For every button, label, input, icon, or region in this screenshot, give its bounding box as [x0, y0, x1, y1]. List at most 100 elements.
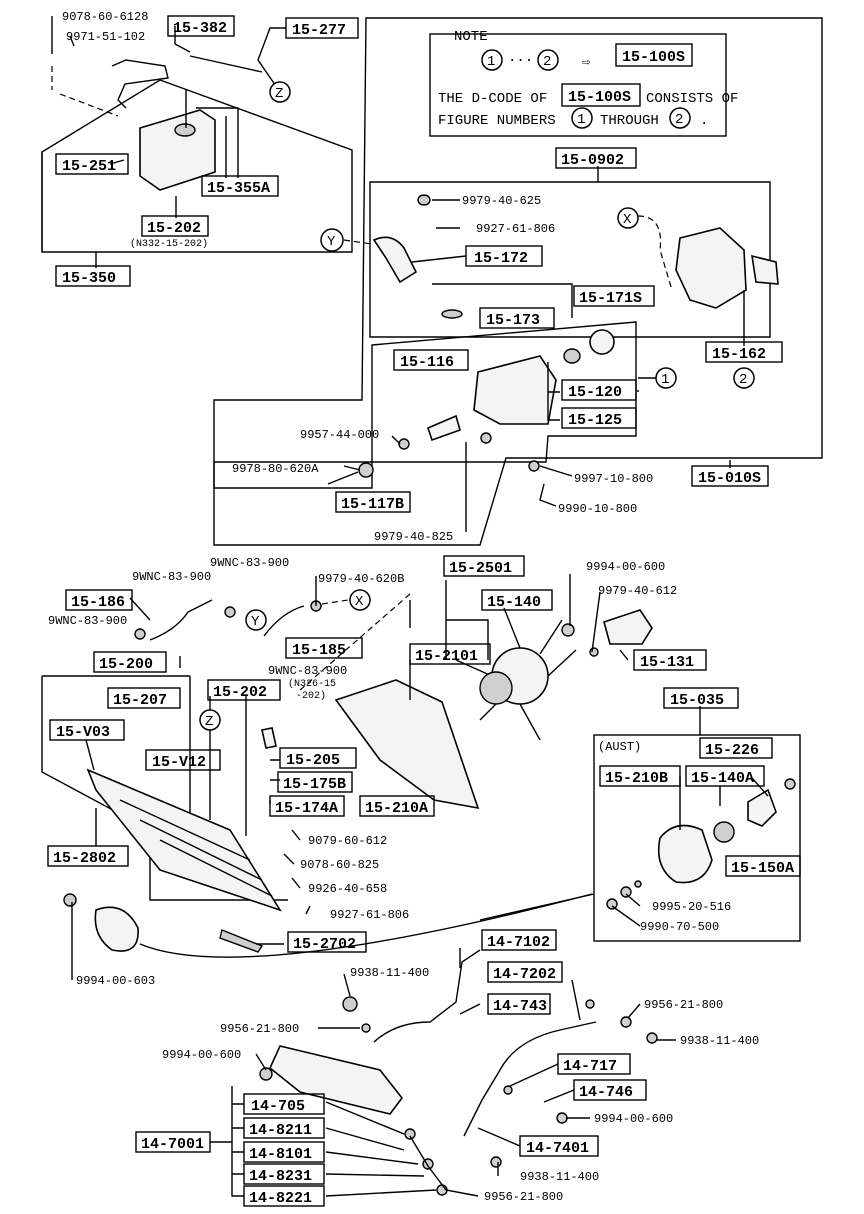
label-n326-b: -202) — [296, 690, 326, 702]
note-line1-code: 15-100S — [568, 89, 631, 106]
box-14-743[interactable]: 14-743 — [493, 998, 547, 1015]
box-15-162[interactable]: 15-162 — [712, 346, 766, 363]
box-15-125[interactable]: 15-125 — [568, 412, 622, 429]
reservoir-hose — [111, 59, 169, 109]
box-15-205[interactable]: 15-205 — [286, 752, 340, 769]
thermostat-housing — [372, 236, 418, 284]
box-15-185[interactable]: 15-185 — [292, 642, 346, 659]
label-9978-80-620a: 9978-80-620A — [232, 462, 319, 476]
note-ref-dots: ··· — [508, 53, 533, 69]
oil-cooler-group-outline — [231, 1086, 244, 1197]
note-heading: NOTE — [454, 29, 488, 45]
box-14-7102[interactable]: 14-7102 — [487, 934, 550, 951]
box-15-277[interactable]: 15-277 — [292, 22, 346, 39]
box-15-200[interactable]: 15-200 — [99, 656, 153, 673]
reservoir-tank — [139, 109, 216, 191]
box-15-210b[interactable]: 15-210B — [605, 770, 668, 787]
note-line2-suffix: . — [700, 113, 708, 129]
box-15-210a[interactable]: 15-210A — [365, 800, 428, 817]
box-15-035[interactable]: 15-035 — [670, 692, 724, 709]
label-9927-61-806-bottom: 9927-61-806 — [330, 908, 409, 922]
box-14-7202[interactable]: 14-7202 — [493, 966, 556, 983]
water-pump-body — [473, 355, 557, 425]
label-9wnc-83-900-c: 9WNC-83-900 — [48, 614, 127, 628]
box-15-226[interactable]: 15-226 — [705, 742, 759, 759]
box-14-7001[interactable]: 14-7001 — [141, 1136, 204, 1153]
box-15-2101[interactable]: 15-2101 — [415, 648, 478, 665]
label-9979-40-625: 9979-40-625 — [462, 194, 541, 208]
box-15-140a[interactable]: 15-140A — [691, 770, 754, 787]
box-15-010s[interactable]: 15-010S — [698, 470, 761, 487]
box-15-350[interactable]: 15-350 — [62, 270, 116, 287]
box-14-8101[interactable]: 14-8101 — [249, 1146, 312, 1163]
label-9078-60-6128: 9078-60-6128 — [62, 10, 148, 24]
box-15-0902[interactable]: 15-0902 — [561, 152, 624, 169]
label-9995-20-516: 9995-20-516 — [652, 900, 731, 914]
box-15-117b[interactable]: 15-117B — [341, 496, 404, 513]
ref-y-hose: Y — [251, 614, 260, 630]
label-9994-00-600-bracket: 9994-00-600 — [594, 1112, 673, 1126]
ref-circle-1: 1 — [661, 372, 669, 388]
box-15-207[interactable]: 15-207 — [113, 692, 167, 709]
box-15-173[interactable]: 15-173 — [486, 312, 540, 329]
note-line2-ref-to: 2 — [675, 112, 683, 128]
drain-plug — [219, 929, 264, 953]
box-15-2802[interactable]: 15-2802 — [53, 850, 116, 867]
box-15-2501[interactable]: 15-2501 — [449, 560, 512, 577]
box-15-174a[interactable]: 15-174A — [275, 800, 338, 817]
label-aust: (AUST) — [598, 740, 641, 754]
box-15-2702[interactable]: 15-2702 — [293, 936, 356, 953]
box-14-746[interactable]: 14-746 — [579, 1084, 633, 1101]
box-15-186[interactable]: 15-186 — [71, 594, 125, 611]
upper-hose — [149, 599, 213, 641]
box-15-116[interactable]: 15-116 — [400, 354, 454, 371]
box-15-v03[interactable]: 15-V03 — [56, 724, 110, 741]
part-labels: 9078-60-6128 9971-51-102 (N332-15-202) 9… — [48, 10, 759, 1204]
note-line2-mid: THROUGH — [600, 113, 659, 129]
box-15-171s[interactable]: 15-171S — [579, 290, 642, 307]
radiator-core — [86, 768, 282, 912]
lower-hose — [263, 605, 305, 637]
box-14-8231[interactable]: 14-8231 — [249, 1168, 312, 1185]
thermostat-cover — [675, 227, 747, 309]
ref-circle-2: 2 — [739, 372, 747, 388]
label-9956-21-800-right: 9956-21-800 — [644, 998, 723, 1012]
box-14-705[interactable]: 14-705 — [251, 1098, 305, 1115]
box-15-251[interactable]: 15-251 — [62, 158, 116, 175]
ref-x-top: X — [623, 212, 632, 228]
box-15-131[interactable]: 15-131 — [640, 654, 694, 671]
label-n332: (N332-15-202) — [130, 238, 208, 250]
box-15-v12[interactable]: 15-V12 — [152, 754, 206, 771]
aust-fan-drive — [657, 824, 713, 884]
box-15-140[interactable]: 15-140 — [487, 594, 541, 611]
label-9997-10-800: 9997-10-800 — [574, 472, 653, 486]
label-9979-40-620b: 9979-40-620B — [318, 572, 404, 586]
box-14-7401[interactable]: 14-7401 — [526, 1140, 589, 1157]
oil-cooler — [269, 1045, 404, 1115]
part-number-boxes: 15-382 15-277 15-251 15-355A 15-202 15-3… — [47, 15, 801, 1207]
box-15-202-radiator[interactable]: 15-202 — [213, 684, 267, 701]
box-14-8211[interactable]: 14-8211 — [249, 1122, 312, 1139]
box-14-8221[interactable]: 14-8221 — [249, 1190, 312, 1207]
box-15-150a[interactable]: 15-150A — [731, 860, 794, 877]
oil-return-pipe — [463, 1021, 597, 1137]
box-15-120[interactable]: 15-120 — [568, 384, 622, 401]
label-9990-10-800: 9990-10-800 — [558, 502, 637, 516]
ref-z-top: Z — [275, 86, 283, 102]
fan-coupling — [603, 609, 653, 645]
box-15-175b[interactable]: 15-175B — [283, 776, 346, 793]
note-line1-prefix: THE D-CODE OF — [438, 91, 547, 107]
reference-markers: Z X Y 1 2 Y X Z — [199, 81, 755, 731]
label-9957-44-000: 9957-44-000 — [300, 428, 379, 442]
box-15-202-reservoir[interactable]: 15-202 — [147, 220, 201, 237]
box-15-172[interactable]: 15-172 — [474, 250, 528, 267]
ref-z-radiator: Z — [205, 714, 213, 730]
label-9971-51-102: 9971-51-102 — [66, 30, 145, 44]
label-9927-61-806-top: 9927-61-806 — [476, 222, 555, 236]
label-9938-11-400-top: 9938-11-400 — [350, 966, 429, 980]
radiator-cap — [261, 727, 277, 749]
box-15-355a[interactable]: 15-355A — [207, 180, 270, 197]
box-15-382[interactable]: 15-382 — [173, 20, 227, 37]
note-line2-prefix: FIGURE NUMBERS — [438, 113, 556, 129]
box-14-717[interactable]: 14-717 — [563, 1058, 617, 1075]
